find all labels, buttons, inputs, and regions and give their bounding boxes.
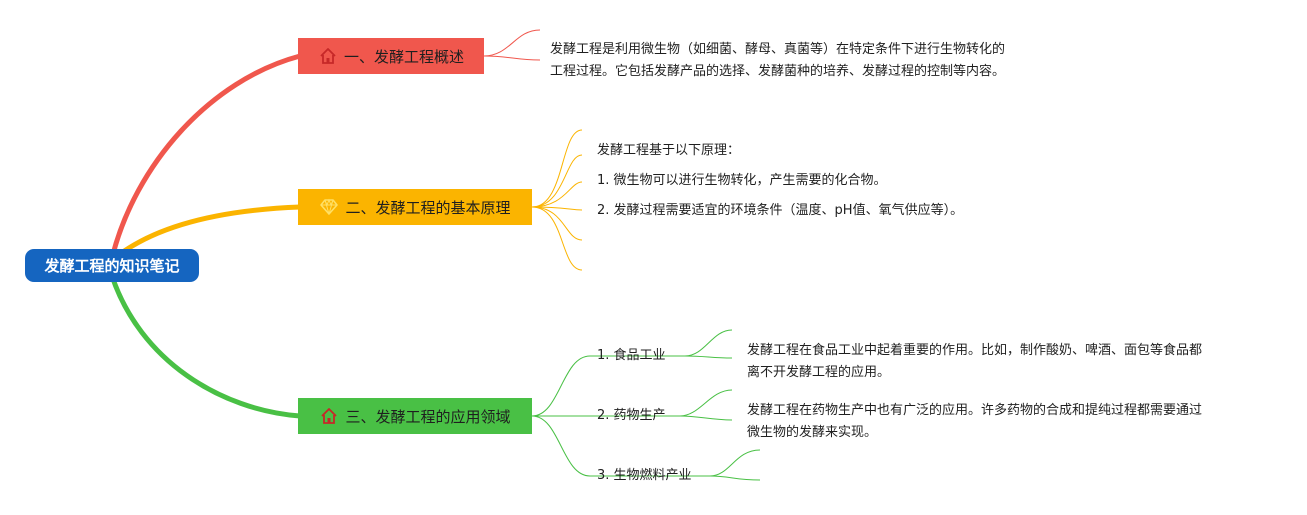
application-pharma-label[interactable]: 2. 药物生产	[597, 408, 666, 423]
connector-branch-3-children	[531, 329, 761, 481]
home-icon	[319, 406, 339, 426]
application-pharma-note: 发酵工程在药物生产中也有广泛的应用。许多药物的合成和提纯过程都需要通过 微生物的…	[747, 400, 1202, 444]
connector-branch-3	[109, 273, 303, 419]
principles-note-2: 2. 发酵过程需要适宜的环境条件（温度、pH值、氧气供应等）。	[597, 203, 964, 218]
branch-node-principles[interactable]: 二、发酵工程的基本原理	[298, 189, 532, 225]
principles-note-intro: 发酵工程基于以下原理：	[597, 143, 741, 158]
connector-branch-2	[117, 204, 303, 257]
connector-branch-1	[109, 53, 303, 261]
branch-node-overview[interactable]: 一、发酵工程概述	[298, 38, 484, 74]
diamond-icon	[319, 197, 339, 217]
application-food-note-line-1: 发酵工程在食品工业中起着重要的作用。比如，制作酸奶、啤酒、面包等食品都	[747, 343, 1203, 358]
branch-label-applications: 三、发酵工程的应用领域	[345, 407, 511, 426]
application-food-note-line-2: 离不开发酵工程的应用。	[747, 365, 891, 380]
application-food-note: 发酵工程在食品工业中起着重要的作用。比如，制作酸奶、啤酒、面包等食品都 离不开发…	[747, 340, 1202, 384]
branch-node-applications[interactable]: 三、发酵工程的应用领域	[298, 398, 532, 434]
home-icon	[318, 46, 338, 66]
root-node[interactable]: 发酵工程的知识笔记	[25, 249, 199, 282]
connector-branch-2-notes	[531, 129, 583, 271]
application-biofuel-label[interactable]: 3. 生物燃料产业	[597, 468, 692, 483]
overview-note-line-1: 发酵工程是利用微生物（如细菌、酵母、真菌等）在特定条件下进行生物转化的	[550, 42, 1006, 57]
connector-branch-1-notes	[483, 29, 541, 61]
application-food-label[interactable]: 1. 食品工业	[597, 348, 666, 363]
overview-note-line-2: 工程过程。它包括发酵产品的选择、发酵菌种的培养、发酵过程的控制等内容。	[550, 64, 1006, 79]
application-pharma-note-line-1: 发酵工程在药物生产中也有广泛的应用。许多药物的合成和提纯过程都需要通过	[747, 403, 1203, 418]
branch-label-principles: 二、发酵工程的基本原理	[345, 198, 511, 217]
root-title: 发酵工程的知识笔记	[44, 257, 180, 275]
application-pharma-note-line-2: 微生物的发酵来实现。	[747, 425, 878, 440]
overview-note: 发酵工程是利用微生物（如细菌、酵母、真菌等）在特定条件下进行生物转化的 工程过程…	[550, 39, 1005, 83]
principles-note-1: 1. 微生物可以进行生物转化，产生需要的化合物。	[597, 173, 887, 188]
branch-label-overview: 一、发酵工程概述	[343, 47, 464, 66]
